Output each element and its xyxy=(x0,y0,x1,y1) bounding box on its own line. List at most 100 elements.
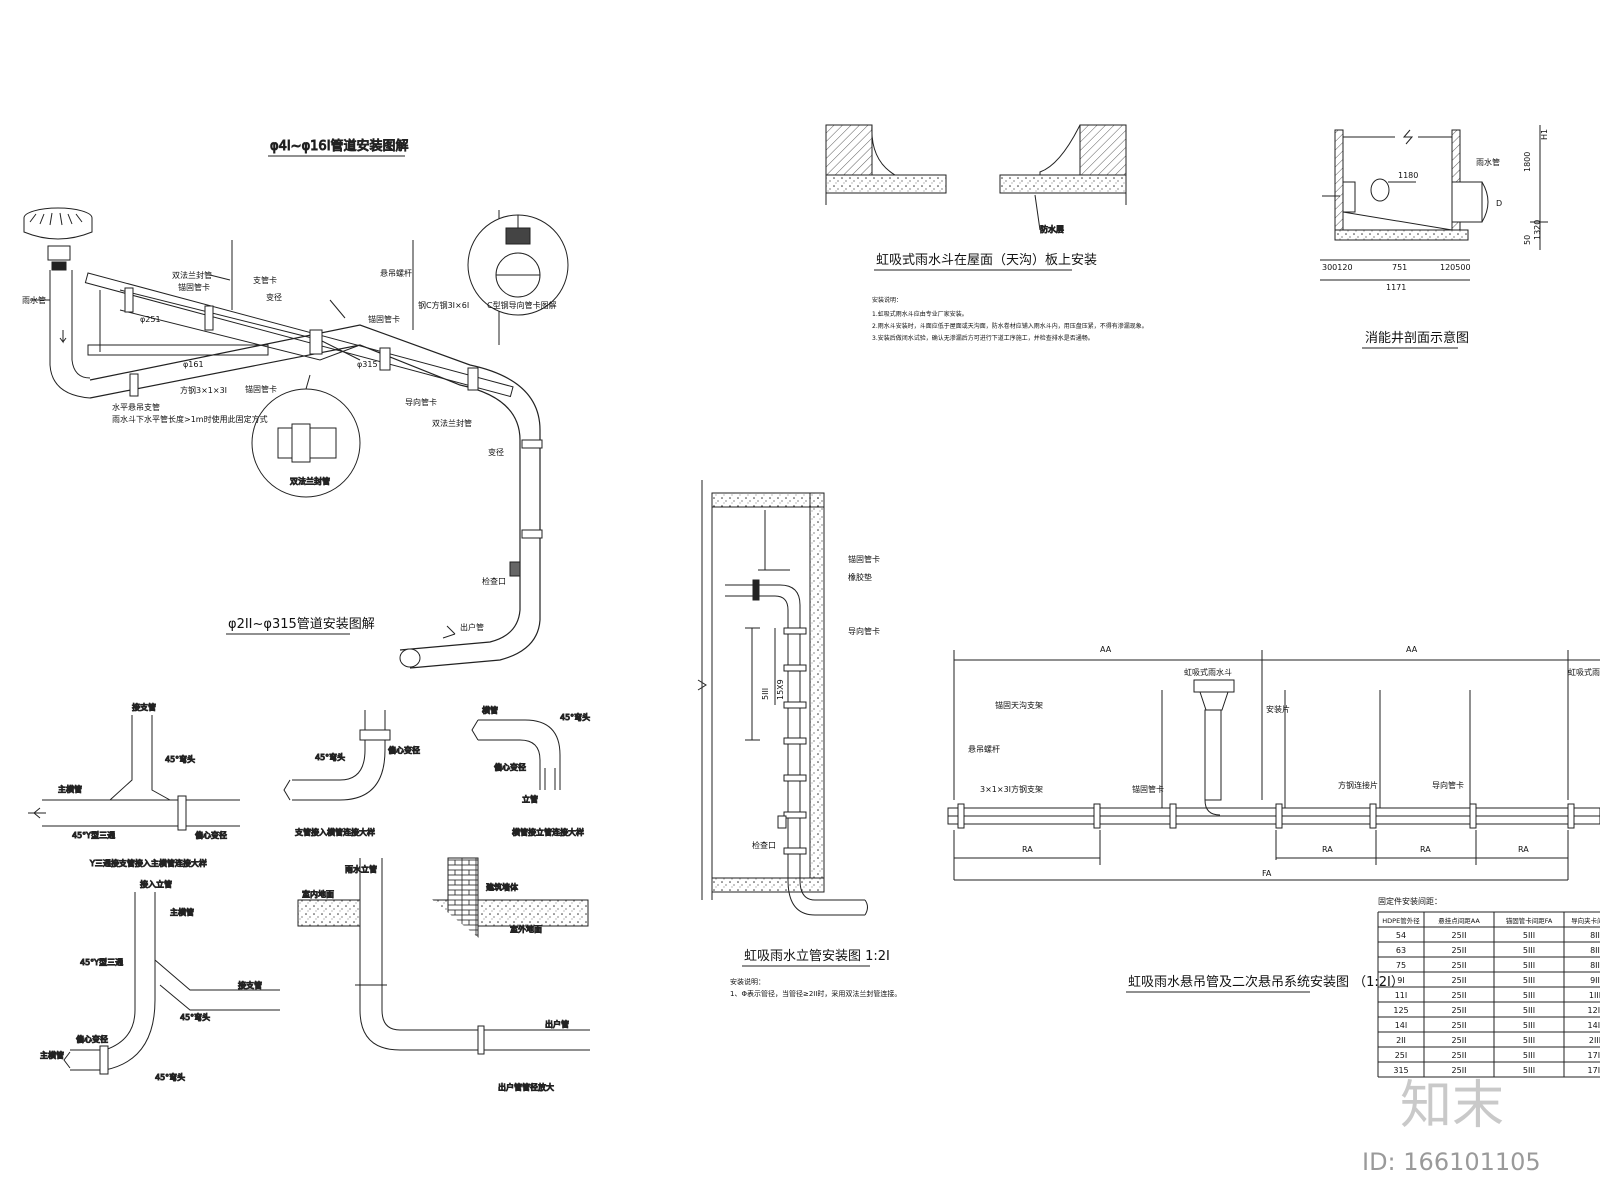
susp-label-2: AA xyxy=(1406,645,1418,654)
table-cell: 25ⅠⅠ xyxy=(1452,931,1467,940)
f4-label-5: 接支管 xyxy=(238,980,262,990)
f1-label-5: 偏心变径 xyxy=(195,830,227,840)
f4-label-3: 45°Y型三通 xyxy=(80,957,123,967)
table-cell: 63 xyxy=(1396,946,1406,955)
table-cell: 9Ⅰ xyxy=(1397,976,1404,985)
f4-label-1: 接入立管 xyxy=(140,879,172,889)
susp-label-6: 悬吊螺杆 xyxy=(968,744,1000,754)
riser-install-diagram xyxy=(697,480,868,916)
c-clamp-detail xyxy=(467,214,569,316)
table-cell: 54 xyxy=(1396,931,1406,940)
double-flange-detail: 双法兰封管 xyxy=(251,374,361,498)
susp-label-12: RA xyxy=(1022,845,1033,854)
f5-label-1: 雨水立管 xyxy=(345,864,377,874)
detail-label: 双法兰封管 xyxy=(290,476,330,486)
riser-labels: 锚固管卡 橡胶垫 导向管卡 检查口 15X9 5ⅠⅠⅠ xyxy=(752,554,880,850)
table-cell: 5ⅠⅠⅠ xyxy=(1523,1066,1535,1075)
table-cell: 5ⅠⅠⅠ xyxy=(1523,931,1535,940)
f5-label-5: 出户管 xyxy=(545,1019,569,1029)
f5-label-2: 室内地面 xyxy=(302,889,334,899)
fitting-branch-join xyxy=(283,710,391,801)
ew-label-3: 1180 xyxy=(1398,171,1418,180)
f3-label-2: 45°弯头 xyxy=(560,712,590,722)
susp-label-7: 3×1×3Ⅰ方钢支架 xyxy=(980,784,1043,794)
watermark-logo: 知末 xyxy=(1400,1076,1504,1136)
table-header-cell: HDPE管外径 xyxy=(1382,916,1420,925)
suspension-labels: AA AA 虹吸式雨水斗 虹吸式雨 锚固天沟支架 悬吊螺杆 3×1×3Ⅰ方钢支架… xyxy=(968,645,1600,878)
susp-label-1: AA xyxy=(1100,645,1112,654)
riser-label-4: 检查口 xyxy=(752,840,776,850)
ew-label-8: 751 xyxy=(1392,263,1407,272)
roof-install-diagram: 防水层 xyxy=(825,124,1127,235)
pipe-clamps xyxy=(124,287,543,577)
table-cell: 17ⅠⅠ xyxy=(1588,1066,1600,1075)
table-cell: 315 xyxy=(1393,1066,1408,1075)
table-cell: 8ⅠⅠ xyxy=(1590,946,1600,955)
f4-label-6: 45°弯头 xyxy=(180,1012,210,1022)
suspension-clamps xyxy=(957,803,1575,829)
table-cell: 5ⅠⅠⅠ xyxy=(1523,1036,1535,1045)
pipe-251-label: φ251 xyxy=(140,315,161,324)
f5-label-6: 出户管管径放大 xyxy=(498,1082,554,1092)
table-cell: 2ⅠⅠ xyxy=(1396,1036,1406,1045)
fitting-outflow-section xyxy=(297,857,590,1055)
riser-label: 雨水管 xyxy=(22,295,46,305)
table-cell: 5ⅠⅠⅠ xyxy=(1523,991,1535,1000)
roof-notes-title: 安装说明： xyxy=(872,296,902,304)
table-cell: 1ⅠⅠⅠ xyxy=(1589,991,1600,1000)
f4-label-7: 主横管 xyxy=(40,1050,64,1060)
table-cell: 5ⅠⅠⅠ xyxy=(1523,946,1535,955)
riser-note-1: 1、Φ表示管径，当管径≥2ⅠⅠ时，采用双法兰封管连接。 xyxy=(730,989,901,998)
f1-label-3: 45°弯头 xyxy=(165,754,195,764)
roof-note-1: 1.虹吸式雨水斗应由专业厂家安装。 xyxy=(872,310,968,318)
susp-label-5: 锚固天沟支架 xyxy=(995,700,1043,710)
energy-well-section xyxy=(1320,125,1548,281)
table-cell: 25ⅠⅠ xyxy=(1452,1051,1467,1060)
watermark-id: ID: 166101105 xyxy=(1362,1148,1541,1176)
table-cell: 12ⅠⅠ xyxy=(1588,1006,1600,1015)
riser-label-5: 15X9 xyxy=(776,679,785,700)
table-cell: 125 xyxy=(1393,1006,1408,1015)
square-steel-label: 方钢3×1×3Ⅰ xyxy=(180,385,227,395)
suspension-drain xyxy=(1193,679,1235,816)
siphon-drain-graphic xyxy=(23,207,93,399)
roof-note-3: 3.安装后做闭水试验，确认无渗漏后方可进行下道工序施工，并检查排水是否通畅。 xyxy=(872,334,1094,342)
susp-label-3: 虹吸式雨水斗 xyxy=(1184,667,1232,677)
table-header-cell: 悬挂点间距AA xyxy=(1438,916,1480,925)
susp-label-4: 虹吸式雨 xyxy=(1568,667,1600,677)
suspension-title: 虹吸雨水悬吊管及二次悬吊系统安装图 （1:2Ⅰ） xyxy=(1128,974,1404,990)
ew-label-7: 300120 xyxy=(1322,263,1353,272)
hanger-rod-label: 悬吊螺杆 xyxy=(380,268,412,278)
table-cell: 5ⅠⅠⅠ xyxy=(1523,961,1535,970)
table-cell: 25ⅠⅠ xyxy=(1452,991,1467,1000)
roof-label-1: 防水层 xyxy=(1040,224,1064,234)
ew-label-11: 雨水管 xyxy=(1476,157,1500,167)
f1-label-2: 主横管 xyxy=(58,784,82,794)
roof-install-title: 虹吸式雨水斗在屋面（天沟）板上安装 xyxy=(876,253,1097,268)
pipe-161-label: φ161 xyxy=(183,360,204,369)
roof-install-notes: 安装说明： 1.虹吸式雨水斗应由专业厂家安装。 2.雨水斗安装时，斗面应低于屋面… xyxy=(872,296,1148,342)
ew-label-6: 1320 xyxy=(1533,220,1542,240)
f4-label-4: 偏心变径 xyxy=(76,1034,108,1044)
f3-caption: 横管接立管连接大样 xyxy=(512,827,584,837)
table-cell: 25ⅠⅠ xyxy=(1452,976,1467,985)
table-cell: 25Ⅰ xyxy=(1395,1051,1408,1060)
susp-label-9: 方钢连接片 xyxy=(1338,780,1378,790)
f3-label-1: 横管 xyxy=(482,705,498,715)
f1-label-4: 45°Y型三通 xyxy=(72,830,115,840)
elbow-label: 变径 xyxy=(488,447,504,457)
susp-label-15: RA xyxy=(1518,845,1529,854)
fitting-details: 接支管 主横管 45°弯头 45°Y型三通 偏心变径 Y三通接支管接入主横管连接… xyxy=(28,702,591,1093)
double-flange-2-label: 双法兰封管 xyxy=(432,418,472,428)
table-cell: 25ⅠⅠ xyxy=(1452,1066,1467,1075)
riser-notes-title: 安装说明： xyxy=(730,977,765,986)
riser-label-6: 5ⅠⅠⅠ xyxy=(761,688,770,700)
table-cell: 8ⅠⅠ xyxy=(1590,961,1600,970)
horizontal-note: 水平悬吊支管 xyxy=(112,402,160,412)
table-cell: 14ⅠⅠ xyxy=(1588,1021,1600,1030)
susp-label-8: 锚固管卡 xyxy=(1132,784,1164,794)
f3-label-3: 偏心变径 xyxy=(494,762,526,772)
susp-label-13: RA xyxy=(1322,845,1333,854)
table-cell: 5ⅠⅠⅠ xyxy=(1523,1021,1535,1030)
